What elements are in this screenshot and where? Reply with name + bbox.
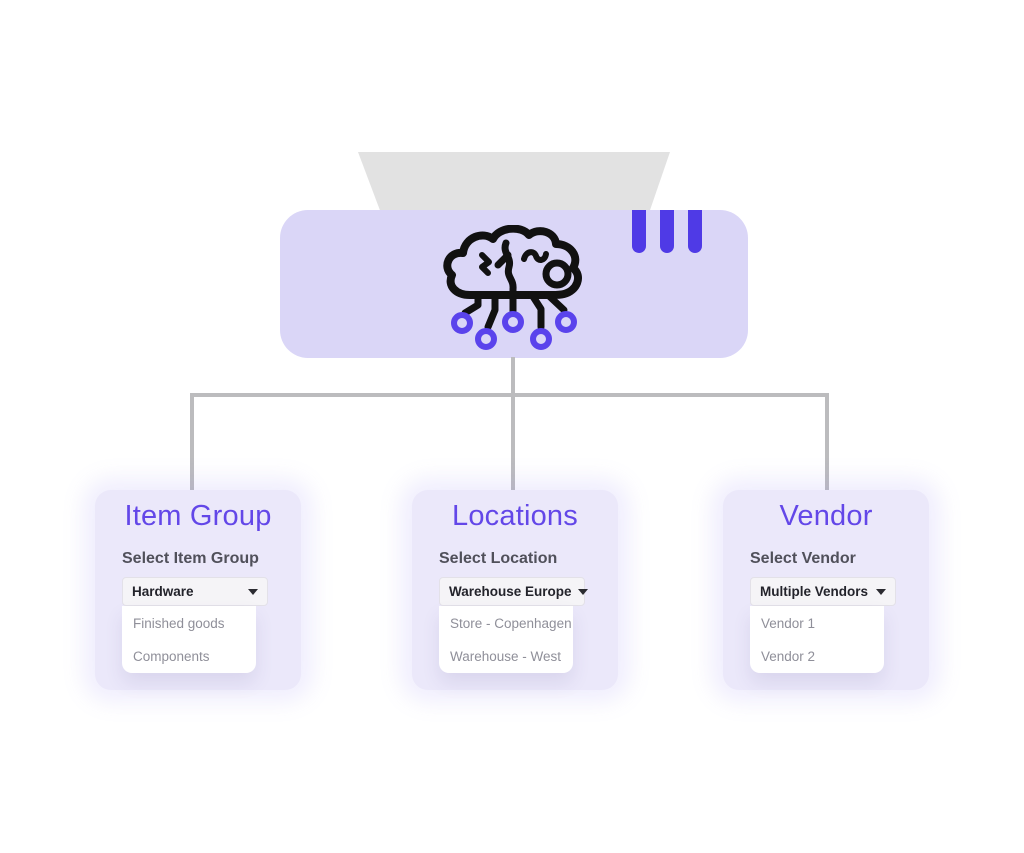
option-item[interactable]: Finished goods [133,616,225,631]
card-label: Select Vendor [750,550,856,567]
location-select[interactable]: Warehouse Europe [439,577,588,606]
item-group-options: Finished goods Components [122,606,256,673]
card-vendor: Vendor Select Vendor Multiple Vendors Ve… [723,490,929,690]
option-item[interactable]: Components [133,649,210,664]
option-item[interactable]: Vendor 1 [761,616,816,631]
card-title: Vendor [779,500,873,532]
hub-bar-icon [660,210,674,253]
card-label: Select Location [439,550,558,567]
connector-left [190,393,194,490]
option-item[interactable]: Store - Copenhagen [450,616,572,631]
hub-bar-icon [632,210,646,253]
select-value: Multiple Vendors [760,584,869,599]
circuit-node-icon [451,311,577,350]
option-item[interactable]: Vendor 2 [761,649,816,664]
card-label: Select Item Group [122,550,259,567]
vendor-select[interactable]: Multiple Vendors [750,577,896,606]
card-locations: Locations Select Location Warehouse Euro… [412,490,618,690]
item-group-select[interactable]: Hardware [122,577,268,606]
option-item[interactable]: Warehouse - West [450,649,562,664]
funnel-shape [358,152,670,210]
card-title: Item Group [124,500,272,532]
connector-hline [190,393,829,397]
select-value: Warehouse Europe [449,584,572,599]
dropdown-caret-icon [876,588,886,595]
select-value: Hardware [132,584,194,599]
connector-right [825,393,829,490]
dropdown-caret-icon [577,588,588,595]
vendor-options: Vendor 1 Vendor 2 [750,606,884,673]
cloud-circuit-icon [443,225,582,350]
connector-stem [511,357,515,397]
location-options: Store - Copenhagen Warehouse - West [439,606,573,673]
hub-bar-icon [688,210,702,253]
connector-middle [511,393,515,490]
card-item-group: Item Group Select Item Group Hardware Fi… [95,490,301,690]
card-title: Locations [452,500,578,532]
dropdown-caret-icon [248,588,258,595]
